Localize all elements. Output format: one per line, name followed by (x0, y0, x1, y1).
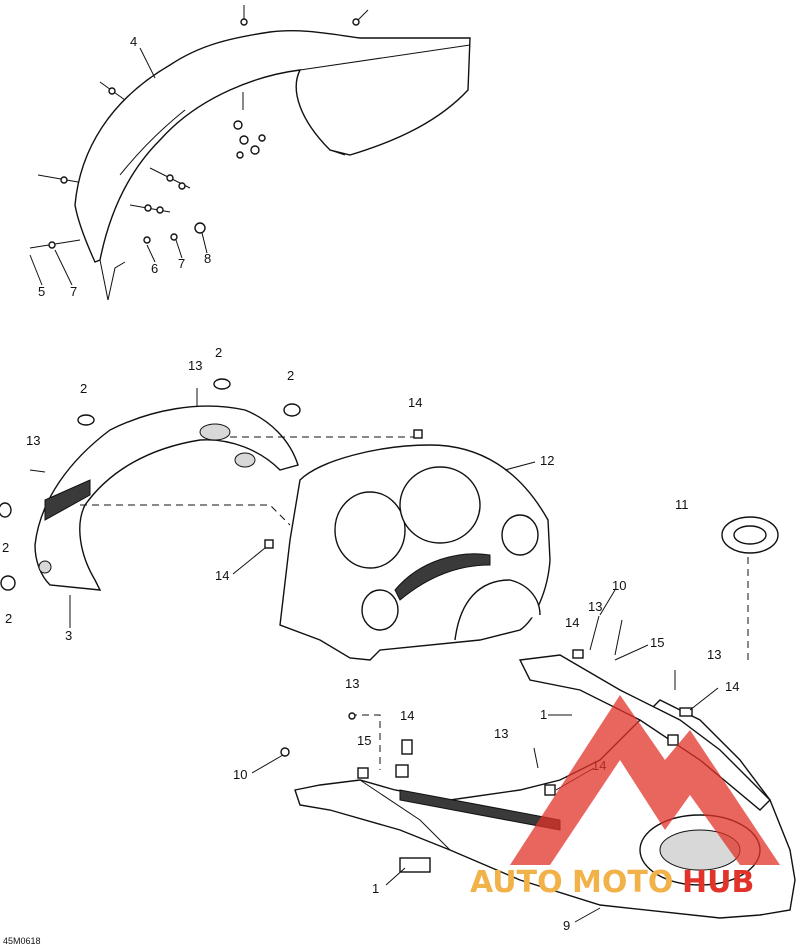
callout-5: 5 (38, 284, 45, 299)
callout-11: 11 (675, 497, 689, 512)
callout-9: 9 (563, 918, 570, 933)
callout-13: 13 (345, 676, 359, 691)
callout-2: 2 (2, 540, 9, 555)
callout-3: 3 (65, 628, 72, 643)
callout-4: 4 (130, 34, 137, 49)
callout-13: 13 (588, 599, 602, 614)
watermark-mountain-icon (510, 695, 780, 865)
watermark-logo: AUTO MOTO HUB (470, 695, 780, 900)
hardware-clips (264, 429, 693, 796)
watermark-text-hub: HUB (682, 865, 754, 900)
windshield-part-4 (74, 30, 471, 301)
watermark-text-auto: AUTO (470, 865, 563, 900)
callout-2: 2 (287, 368, 294, 383)
callout-1: 1 (540, 707, 547, 722)
callout-10: 10 (233, 767, 247, 782)
callout-13: 13 (494, 726, 508, 741)
figure-reference: 45M0618 (3, 936, 41, 946)
callout-14: 14 (565, 615, 579, 630)
callout-13: 13 (26, 433, 40, 448)
callout-7: 7 (70, 284, 77, 299)
callout-7: 7 (178, 256, 185, 271)
callout-8: 8 (204, 251, 211, 266)
callout-12: 12 (540, 453, 554, 468)
callout-13: 13 (188, 358, 202, 373)
callout-15: 15 (357, 733, 371, 748)
ring-part-11 (721, 516, 779, 554)
watermark-text-moto: MOTO (572, 865, 673, 900)
windshield-fasteners (29, 5, 369, 249)
callout-10: 10 (612, 578, 626, 593)
callout-6: 6 (151, 261, 158, 276)
callout-2: 2 (215, 345, 222, 360)
callout-13: 13 (707, 647, 721, 662)
leader-lines (29, 47, 719, 923)
upper-panel-part-3 (34, 405, 299, 591)
callout-14: 14 (400, 708, 414, 723)
callout-14: 14 (215, 568, 229, 583)
instrument-housing-part-12 (279, 444, 551, 661)
callout-14: 14 (725, 679, 739, 694)
callout-1: 1 (372, 881, 379, 896)
callout-2: 2 (5, 611, 12, 626)
callout-15: 15 (650, 635, 664, 650)
callout-14: 14 (408, 395, 422, 410)
dashed-guide-lines (80, 436, 749, 770)
grommets-part-2 (0, 378, 301, 591)
callout-2: 2 (80, 381, 87, 396)
